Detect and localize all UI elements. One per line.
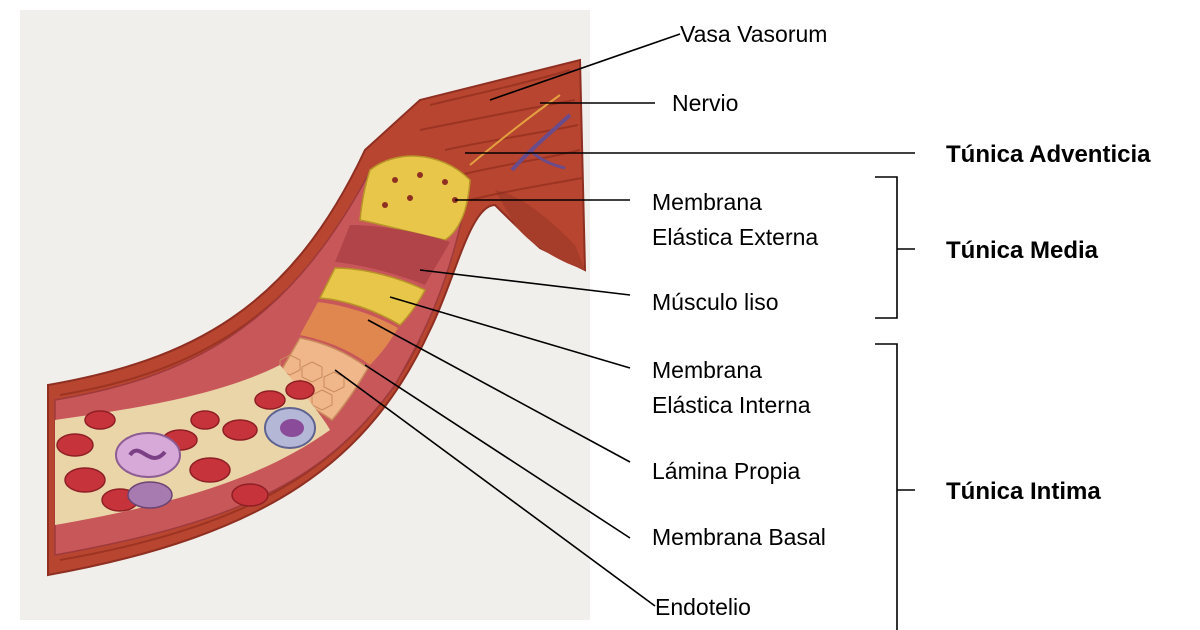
label-nervio: Nervio bbox=[672, 86, 738, 121]
label-membrana-elastica-externa-line1: Membrana bbox=[652, 185, 762, 220]
label-membrana-elastica-externa-line2: Elástica Externa bbox=[652, 220, 818, 255]
label-tunica-media: Túnica Media bbox=[946, 233, 1098, 268]
label-endotelio: Endotelio bbox=[655, 590, 751, 625]
label-tunica-intima: Túnica Intima bbox=[946, 474, 1101, 509]
label-membrana-basal: Membrana Basal bbox=[652, 520, 826, 555]
label-musculo-liso: Músculo liso bbox=[652, 285, 779, 320]
label-vasa-vasorum: Vasa Vasorum bbox=[680, 17, 827, 52]
label-tunica-adventicia: Túnica Adventicia bbox=[946, 137, 1151, 172]
label-membrana-elastica-interna-line2: Elástica Interna bbox=[652, 388, 811, 423]
leukocyte-nucleus bbox=[280, 419, 304, 437]
label-membrana-elastica-interna-line1: Membrana bbox=[652, 353, 762, 388]
label-lamina-propia: Lámina Propia bbox=[652, 454, 800, 489]
leukocyte bbox=[128, 482, 172, 508]
brackets bbox=[875, 177, 915, 630]
